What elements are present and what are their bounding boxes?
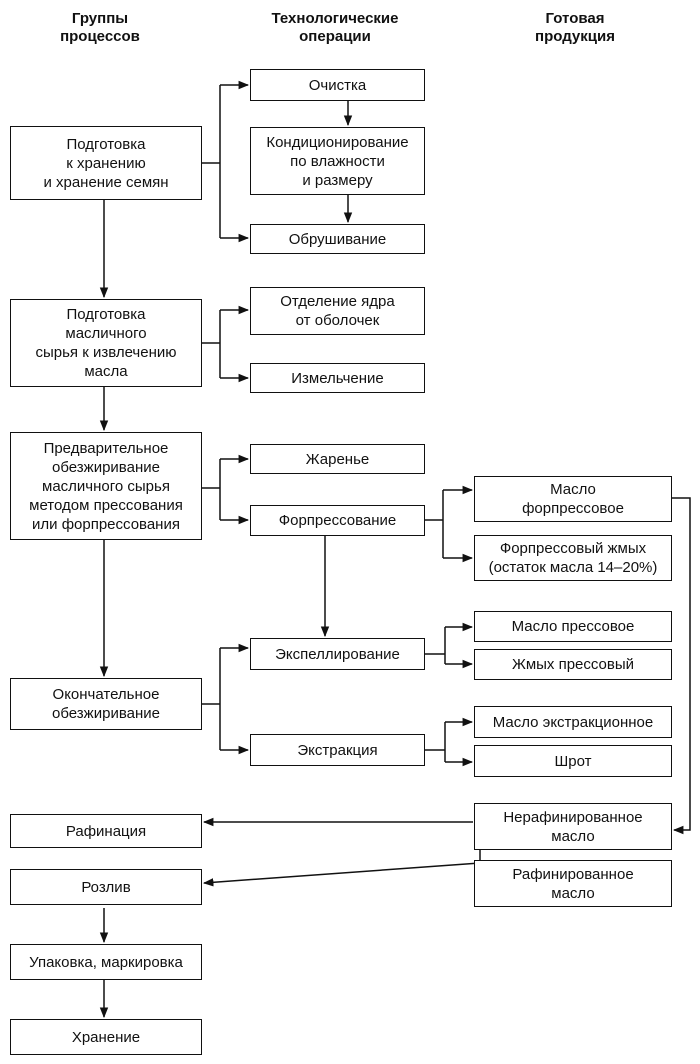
product-refined-oil: Рафинированное масло xyxy=(474,860,672,907)
group-bottling: Розлив xyxy=(10,869,202,905)
op-hulling: Обрушивание xyxy=(250,224,425,254)
product-unrefined-oil: Нерафинированное масло xyxy=(474,803,672,850)
group-seed-storage: Подготовка к хранению и хранение семян xyxy=(10,126,202,200)
product-forpress-cake: Форпрессовый жмых (остаток масла 14–20%) xyxy=(474,535,672,581)
op-expelling: Экспеллирование xyxy=(250,638,425,670)
op-kernel-separation: Отделение ядра от оболочек xyxy=(250,287,425,335)
product-forpress-oil: Масло форпрессовое xyxy=(474,476,672,522)
header-operations: Технологические операции xyxy=(271,10,399,45)
product-extraction-oil: Масло экстракционное xyxy=(474,706,672,738)
header-products: Готовая продукция xyxy=(535,10,615,45)
group-final-defatting: Окончательное обезжиривание xyxy=(10,678,202,730)
op-extraction: Экстракция xyxy=(250,734,425,766)
op-conditioning: Кондиционирование по влажности и размеру xyxy=(250,127,425,195)
header-groups: Группы процессов xyxy=(60,10,140,45)
product-press-cake: Жмых прессовый xyxy=(474,649,672,680)
group-refining: Рафинация xyxy=(10,814,202,848)
op-forpressing: Форпрессование xyxy=(250,505,425,536)
group-pre-defatting: Предварительное обезжиривание масличного… xyxy=(10,432,202,540)
group-raw-preparation: Подготовка масличного сырья к извлечению… xyxy=(10,299,202,387)
op-roasting: Жаренье xyxy=(250,444,425,474)
op-grinding: Измельчение xyxy=(250,363,425,393)
product-meal: Шрот xyxy=(474,745,672,777)
group-storage: Хранение xyxy=(10,1019,202,1055)
product-press-oil: Масло прессовое xyxy=(474,611,672,642)
group-packaging: Упаковка, маркировка xyxy=(10,944,202,980)
op-cleaning: Очистка xyxy=(250,69,425,101)
